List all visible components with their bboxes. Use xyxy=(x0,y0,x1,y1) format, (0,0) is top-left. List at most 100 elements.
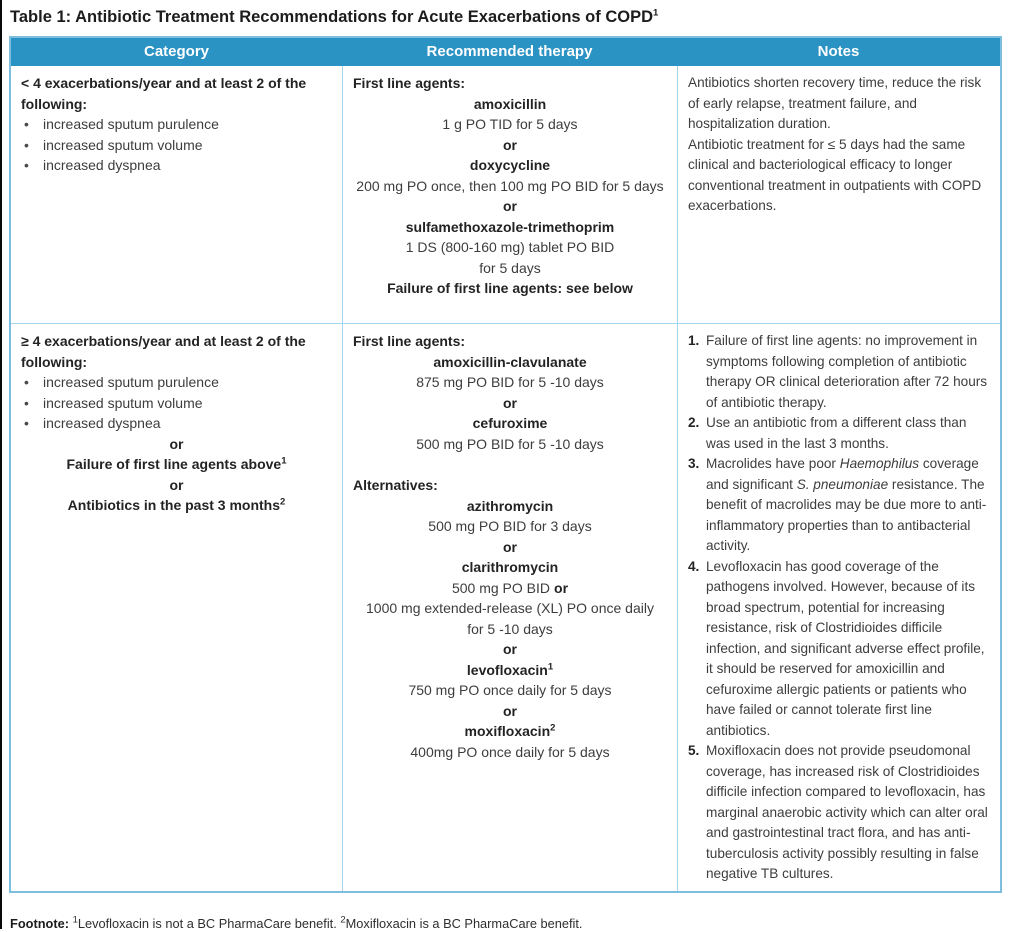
bullet-item: increased sputum volume xyxy=(21,135,332,156)
drug-name-text: levofloxacin xyxy=(466,661,548,678)
note-item: 5. Moxifloxacin does not provide pseudom… xyxy=(688,741,990,885)
table-title-text: Table 1: Antibiotic Treatment Recommenda… xyxy=(10,8,654,26)
header-cell-recommended-therapy: Recommended therapy xyxy=(426,43,593,60)
note-text-segment: coverage and significant xyxy=(706,456,979,492)
table-row-lt4-exacerbations: < 4 exacerbations/year and at least 2 of… xyxy=(11,66,1000,323)
or-separator: or xyxy=(503,198,517,214)
note-number: 3. xyxy=(688,456,700,471)
bullet-item: increased dyspnea xyxy=(21,413,332,434)
footnote-marker: 2 xyxy=(550,722,556,734)
or-separator: or xyxy=(554,579,569,596)
dose-line: 750 mg PO once daily for 5 days xyxy=(408,682,612,698)
note-item: 4. Levofloxacin has good coverage of the… xyxy=(688,557,990,742)
category-cell-row2: ≥ 4 exacerbations/year and at least 2 of… xyxy=(11,324,342,891)
bullet-text: increased sputum purulence xyxy=(43,374,219,390)
or-separator: or xyxy=(503,641,517,657)
note-number: 4. xyxy=(688,558,700,574)
bullet-item: increased sputum purulence xyxy=(21,372,332,393)
footnote-marker: 1 xyxy=(72,914,78,926)
dose-line: for 5 days xyxy=(479,259,541,276)
table-title: Table 1: Antibiotic Treatment Recommenda… xyxy=(2,0,1009,28)
footnote-marker: 1 xyxy=(281,455,287,467)
therapy-cell-row2: First line agents: amoxicillin-clavulana… xyxy=(342,324,677,891)
dose-line: 500 mg PO BID for 5 -10 days xyxy=(416,435,604,452)
drug-name-text: moxifloxacin xyxy=(464,723,551,739)
note-paragraph: Antibiotics shorten recovery time, reduc… xyxy=(688,75,982,131)
or-separator: or xyxy=(503,702,517,719)
table-row-gte4-exacerbations: ≥ 4 exacerbations/year and at least 2 of… xyxy=(11,323,1000,891)
bullet-text: increased sputum volume xyxy=(43,136,203,153)
bullet-item: increased sputum purulence xyxy=(21,114,332,135)
failure-criterion-text: Failure of first line agents above xyxy=(66,456,282,472)
note-item: 2. Use an antibiotic from a different cl… xyxy=(688,413,990,454)
dose-line: 400mg PO once daily for 5 days xyxy=(410,743,610,760)
dose-text: 500 mg PO BID xyxy=(451,579,551,596)
note-item: 3. Macrolides have poor Haemophilus cove… xyxy=(688,454,990,557)
drug-name: moxifloxacin2 xyxy=(353,721,667,742)
note-text: Macrolides have poor Haemophilus coverag… xyxy=(706,454,990,557)
note-text: Levofloxacin has good coverage of the pa… xyxy=(706,558,985,738)
note-text-segment: resistance. The benefit of macrolides ma… xyxy=(706,476,987,554)
notes-cell-row2: 1. Failure of first line agents: no impr… xyxy=(677,324,1000,891)
or-separator: or xyxy=(169,476,184,493)
or-separator: or xyxy=(169,435,184,452)
therapy-group-label: First line agents: xyxy=(353,333,466,349)
notes-cell-row1: Antibiotics shorten recovery time, reduc… xyxy=(677,66,1000,323)
header-cell-notes: Notes xyxy=(817,43,860,60)
table-header-row: Category Recommended therapy Notes xyxy=(11,38,1000,66)
drug-name: levofloxacin1 xyxy=(353,660,667,681)
or-separator: or xyxy=(503,538,517,555)
bullet-text: increased sputum purulence xyxy=(43,116,219,132)
therapy-group-label: First line agents: xyxy=(353,75,466,91)
drug-name: doxycycline xyxy=(469,157,551,173)
header-cell-category: Category xyxy=(143,43,210,60)
note-item: 1. Failure of first line agents: no impr… xyxy=(688,331,990,413)
footnote-label: Footnote: xyxy=(10,915,69,931)
dose-line: 1 g PO TID for 5 days xyxy=(442,116,578,132)
dose-line: 500 mg PO BID for 3 days xyxy=(428,518,592,534)
bullet-text: increased dyspnea xyxy=(43,415,161,431)
species-name-italic: S. pneumoniae xyxy=(796,476,889,492)
footnote-text: Levofloxacin is not a BC PharmaCare bene… xyxy=(77,915,341,931)
or-separator: or xyxy=(503,394,517,411)
category-heading: ≥ 4 exacerbations/year and at least 2 of… xyxy=(21,333,306,370)
note-paragraph: Antibiotic treatment for ≤ 5 days had th… xyxy=(688,136,982,214)
table-title-superscript: 1 xyxy=(653,7,659,19)
note-number: 1. xyxy=(688,333,700,348)
dose-line: 1000 mg extended-release (XL) PO once da… xyxy=(366,600,654,616)
failure-criterion: Failure of first line agents above1 xyxy=(21,454,332,475)
drug-name: amoxicillin xyxy=(473,95,547,112)
species-name-italic: Haemophilus xyxy=(839,456,920,471)
bullet-text: increased dyspnea xyxy=(43,157,161,173)
note-text: Moxifloxacin does not provide pseudomona… xyxy=(706,743,988,881)
dose-line: 200 mg PO once, then 100 mg PO BID for 5… xyxy=(356,177,664,194)
drug-name: azithromycin xyxy=(466,497,554,514)
drug-name: amoxicillin-clavulanate xyxy=(433,353,587,370)
note-text-segment: Macrolides have poor xyxy=(706,456,840,471)
bullet-text: increased sputum volume xyxy=(43,394,203,411)
note-text: Use an antibiotic from a different class… xyxy=(706,415,967,451)
bullet-item: increased dyspnea xyxy=(21,155,332,176)
note-number: 5. xyxy=(688,743,700,758)
category-heading: < 4 exacerbations/year and at least 2 of… xyxy=(21,75,307,112)
dose-line: 875 mg PO BID for 5 -10 days xyxy=(416,374,604,390)
drug-name: clarithromycin xyxy=(461,559,559,575)
category-cell-row1: < 4 exacerbations/year and at least 2 of… xyxy=(11,66,342,323)
dose-line: 1 DS (800-160 mg) tablet PO BID xyxy=(405,239,615,255)
failure-note: Failure of first line agents: see below xyxy=(387,280,633,296)
footnote-text: Moxifloxacin is a BC PharmaCare benefit. xyxy=(345,915,583,931)
recent-antibiotics-text: Antibiotics in the past 3 months xyxy=(67,497,281,513)
dose-line: for 5 -10 days xyxy=(467,620,553,637)
therapy-cell-row1: First line agents: amoxicillin 1 g PO TI… xyxy=(342,66,677,323)
footnote: Footnote: 1Levofloxacin is not a BC Phar… xyxy=(10,915,1009,932)
note-number: 2. xyxy=(688,415,700,430)
footnote-marker: 2 xyxy=(280,496,286,508)
therapy-group-label: Alternatives: xyxy=(353,477,438,493)
copd-antibiotic-table: Category Recommended therapy Notes < 4 e… xyxy=(9,36,1002,893)
drug-name: sulfamethoxazole-trimethoprim xyxy=(405,218,615,235)
footnote-marker: 1 xyxy=(547,660,554,672)
footnote-marker: 2 xyxy=(340,914,346,926)
note-text: Failure of first line agents: no improve… xyxy=(706,333,988,410)
